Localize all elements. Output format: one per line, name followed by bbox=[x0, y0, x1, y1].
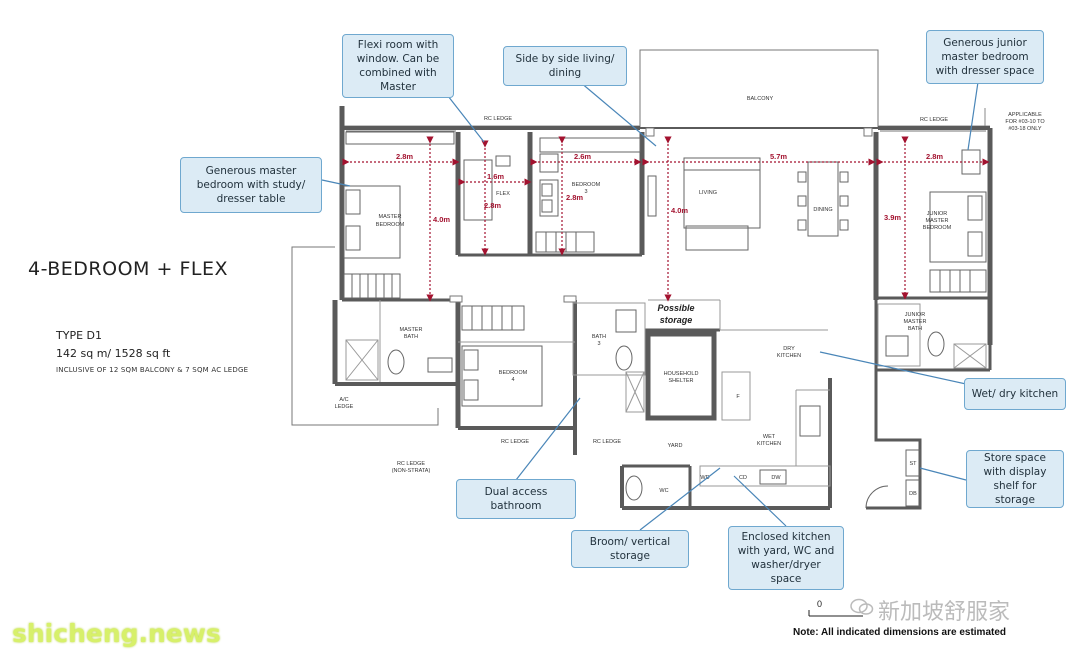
unit-type: TYPE D1 bbox=[56, 329, 102, 342]
callout-broom-storage: Broom/ vertical storage bbox=[571, 530, 689, 568]
callout-store-space: Store space with display shelf for stora… bbox=[966, 450, 1064, 508]
dim-label-bedroom3-width: 2.6m bbox=[574, 152, 591, 161]
dim-label-flex-width: 1.6m bbox=[487, 172, 504, 181]
callout-wet-dry-kitchen: Wet/ dry kitchen bbox=[964, 378, 1066, 410]
callout-enclosed-kitchen: Enclosed kitchen with yard, WC and washe… bbox=[728, 526, 844, 590]
wechat-icon bbox=[850, 597, 874, 617]
label-shelter-1: HOUSEHOLD bbox=[664, 371, 699, 377]
label-bedroom4-2: 4 bbox=[511, 377, 514, 383]
label-rc-ledge-top-right: RC LEDGE bbox=[920, 117, 948, 123]
label-wc: WC bbox=[659, 488, 668, 494]
label-junior-bedroom-2: MASTER bbox=[926, 218, 949, 224]
balcony-outline bbox=[639, 49, 879, 129]
dim-label-junior-depth: 3.9m bbox=[884, 213, 901, 222]
scale-bar bbox=[808, 610, 863, 617]
label-applicable-1: APPLICABLE bbox=[1008, 112, 1042, 118]
label-flex: FLEX bbox=[496, 191, 510, 197]
label-bath3-1: BATH bbox=[592, 334, 606, 340]
label-bath3-2: 3 bbox=[597, 341, 600, 347]
dim-label-master-width: 2.8m bbox=[396, 152, 413, 161]
label-dry-kitchen-2: KITCHEN bbox=[777, 353, 801, 359]
label-master-bedroom-2: BEDROOM bbox=[376, 222, 405, 228]
label-possible-storage-1: Possible bbox=[657, 303, 694, 313]
label-possible-storage-2: storage bbox=[660, 315, 693, 325]
label-bedroom3-1: BEDROOM bbox=[572, 182, 601, 188]
label-junior-bath-2: MASTER bbox=[904, 319, 927, 325]
label-balcony: BALCONY bbox=[747, 96, 774, 102]
walls bbox=[332, 106, 993, 510]
callout-master-bedroom: Generous master bedroom with study/ dres… bbox=[180, 157, 322, 213]
callout-junior-bedroom: Generous junior master bedroom with dres… bbox=[926, 30, 1044, 84]
label-wet-kitchen-2: KITCHEN bbox=[757, 441, 781, 447]
watermark-left: shicheng.news bbox=[12, 619, 221, 648]
dim-label-flex-depth: 2.8m bbox=[484, 201, 501, 210]
label-master-bedroom-1: MASTER bbox=[379, 214, 402, 220]
label-junior-bedroom-1: JUNIOR bbox=[927, 211, 948, 217]
label-rc-ledge-bottom2: RC LEDGE bbox=[593, 439, 621, 445]
label-cd: CD bbox=[739, 475, 747, 481]
label-wet-kitchen-1: WET bbox=[763, 434, 776, 440]
watermark-right: 新加坡舒服家 bbox=[878, 600, 1011, 625]
footer-note: Note: All indicated dimensions are estim… bbox=[793, 627, 1007, 638]
label-shelter-2: SHELTER bbox=[669, 378, 694, 384]
dim-label-junior-width: 2.8m bbox=[926, 152, 943, 161]
callout-living-dining: Side by side living/ dining bbox=[503, 46, 627, 86]
label-bedroom3-2: 3 bbox=[584, 189, 587, 195]
label-db: DB bbox=[909, 491, 917, 497]
label-master-bath-1: MASTER bbox=[400, 327, 423, 333]
label-rc-ledge-ns-2: (NON-STRATA) bbox=[392, 468, 431, 474]
label-rc-ledge-ns-1: RC LEDGE bbox=[397, 461, 425, 467]
label-applicable-3: #03-18 ONLY bbox=[1008, 126, 1042, 132]
callout-dual-access: Dual access bathroom bbox=[456, 479, 576, 519]
label-yard: YARD bbox=[668, 443, 683, 449]
label-junior-bath-1: JUNIOR bbox=[905, 312, 926, 318]
label-st: ST bbox=[909, 461, 917, 467]
label-dining: DINING bbox=[813, 207, 832, 213]
label-ac-ledge-2: LEDGE bbox=[335, 404, 354, 410]
label-f: F bbox=[736, 394, 740, 400]
scale-zero-label: 0 bbox=[817, 599, 823, 609]
label-living: LIVING bbox=[699, 190, 717, 196]
dim-label-living-depth: 4.0m bbox=[671, 206, 688, 215]
label-junior-bath-3: BATH bbox=[908, 326, 922, 332]
callout-flexi-room: Flexi room with window. Can be combined … bbox=[342, 34, 454, 98]
label-rc-ledge-bottom1: RC LEDGE bbox=[501, 439, 529, 445]
dim-label-master-depth: 4.0m bbox=[433, 215, 450, 224]
label-dry-kitchen-1: DRY bbox=[783, 346, 795, 352]
inclusion-note: INCLUSIVE OF 12 SQM BALCONY & 7 SQM AC L… bbox=[56, 366, 249, 374]
label-junior-bedroom-3: BEDROOM bbox=[923, 225, 952, 231]
unit-area: 142 sq m/ 1528 sq ft bbox=[56, 347, 171, 360]
label-rc-ledge-top-left: RC LEDGE bbox=[484, 116, 512, 122]
label-bedroom4-1: BEDROOM bbox=[499, 370, 528, 376]
plan-title: 4-BEDROOM + FLEX bbox=[28, 258, 228, 280]
label-dw: DW bbox=[771, 475, 781, 481]
label-wd: WD bbox=[700, 475, 709, 481]
label-master-bath-2: BATH bbox=[404, 334, 418, 340]
ac-ledge-outline bbox=[291, 246, 439, 426]
dim-label-living-dining-width: 5.7m bbox=[770, 152, 787, 161]
label-applicable-2: FOR #03-10 TO bbox=[1005, 119, 1045, 125]
label-ac-ledge-1: A/C bbox=[339, 397, 348, 403]
dim-label-bedroom3-depth: 2.8m bbox=[566, 193, 583, 202]
